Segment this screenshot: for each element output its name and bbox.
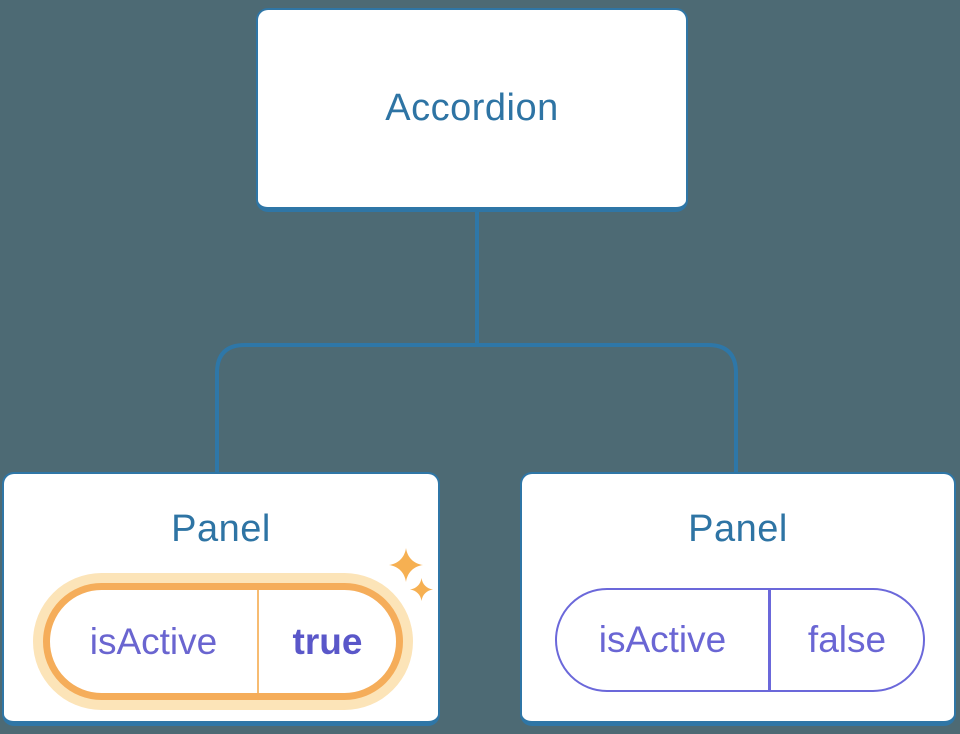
panel-node-inactive: Panel isActive false bbox=[520, 472, 956, 726]
connector-branch bbox=[215, 343, 738, 474]
panel-node-title: Panel bbox=[171, 508, 271, 550]
prop-name-label: isActive bbox=[89, 620, 218, 662]
pill-divider bbox=[257, 590, 259, 693]
prop-pill-active: isActive true bbox=[43, 583, 403, 700]
panel-node-title: Panel bbox=[688, 508, 788, 550]
panel-node-active: Panel isActive true bbox=[2, 472, 440, 726]
sparkle-icon-large bbox=[389, 548, 423, 582]
accordion-node-label: Accordion bbox=[385, 87, 559, 129]
accordion-node: Accordion bbox=[256, 8, 688, 212]
prop-name-label: isActive bbox=[598, 619, 727, 660]
sparkle-icon-small bbox=[410, 578, 433, 601]
prop-value: true bbox=[292, 620, 363, 662]
prop-value: false bbox=[807, 619, 887, 660]
pill-divider bbox=[768, 590, 771, 690]
prop-pill-inactive: isActive false bbox=[555, 588, 925, 692]
